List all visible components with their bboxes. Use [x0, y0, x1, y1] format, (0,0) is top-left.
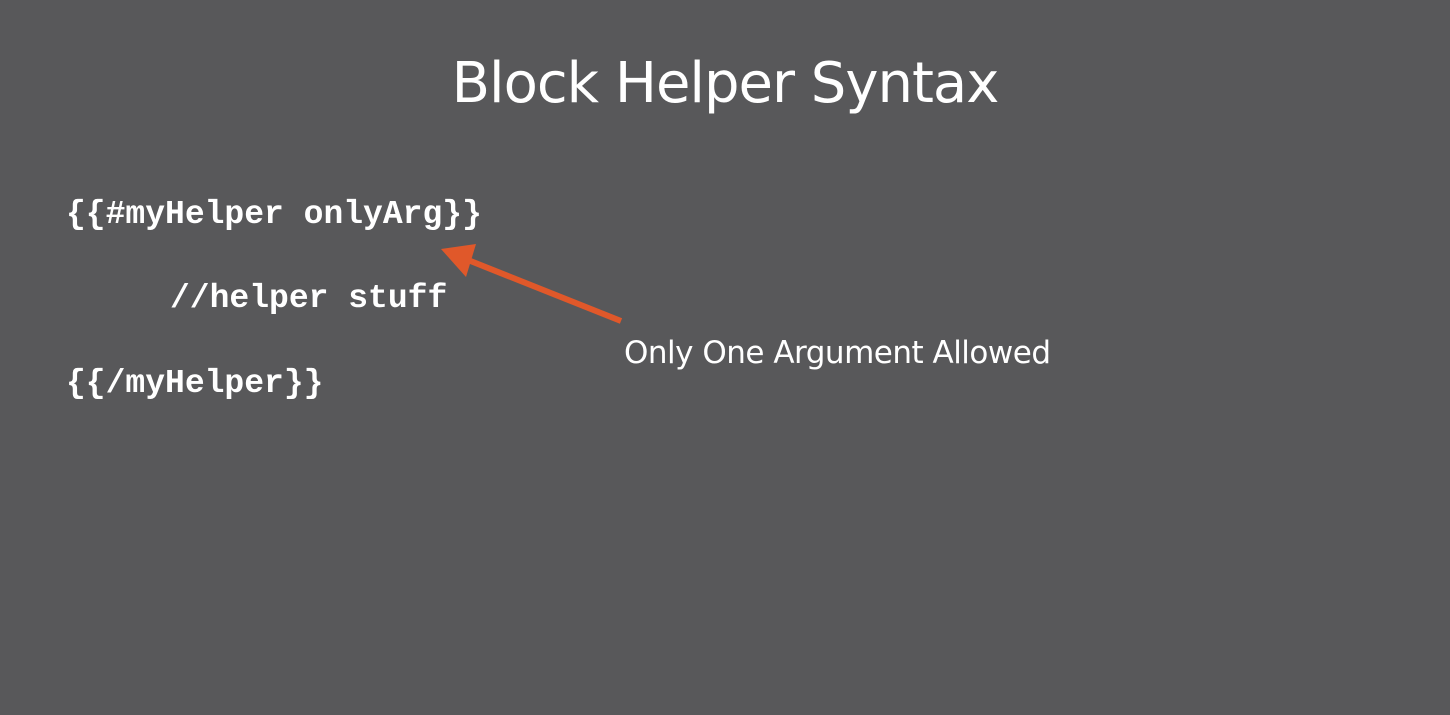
code-line-open-helper: {{#myHelper onlyArg}}	[66, 196, 482, 233]
code-line-close-helper: {{/myHelper}}	[66, 365, 324, 402]
annotation-label: Only One Argument Allowed	[624, 335, 1051, 371]
slide-title: Block Helper Syntax	[451, 51, 1000, 116]
code-line-helper-body: //helper stuff	[170, 280, 448, 317]
